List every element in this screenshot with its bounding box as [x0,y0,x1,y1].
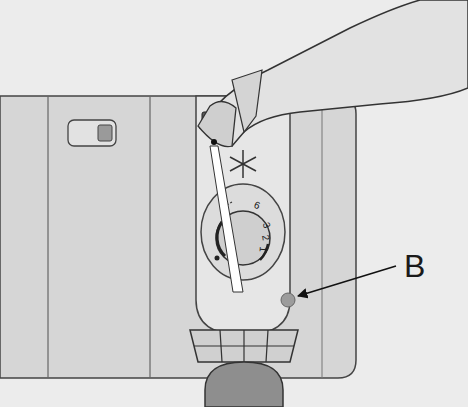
indicator-dot [281,293,295,307]
leader-line [298,266,396,296]
callout-letter: B [404,250,425,282]
handle-opening [205,362,283,407]
handle-grid [190,330,298,362]
dial-number: 2 [260,234,271,241]
bottle-cap [198,101,236,146]
rinse-aid-bottle [200,0,468,146]
rinse-aid-symbol [230,150,256,178]
slot-button [68,120,116,146]
rinse-aid-stream [210,146,243,292]
door-panel [0,96,356,378]
dial-housing [201,184,285,280]
dial-number: 1 [258,246,268,252]
